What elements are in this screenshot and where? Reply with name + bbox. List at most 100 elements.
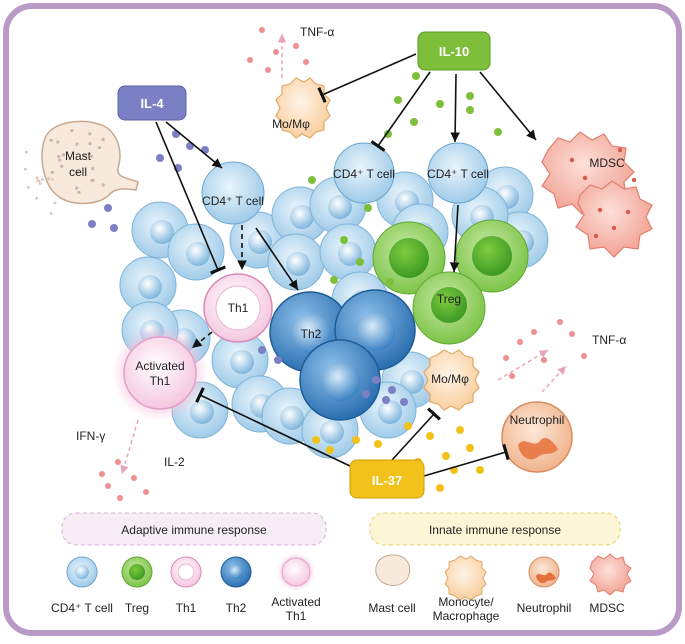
svg-text:Neutrophil: Neutrophil <box>510 413 565 427</box>
il10-particle <box>364 204 372 212</box>
granule <box>35 197 38 200</box>
svg-text:CD4⁺ T cell: CD4⁺ T cell <box>202 194 264 208</box>
granule <box>102 183 105 186</box>
tnf-particle <box>273 49 279 55</box>
il4-particle <box>258 346 266 354</box>
il37-particle <box>374 440 382 448</box>
granule <box>51 178 54 181</box>
tnf-particle <box>509 373 515 379</box>
il37-tag: IL-37 <box>350 460 424 498</box>
bg-tcell-nucleus <box>186 242 210 266</box>
tnf-particle <box>247 57 253 63</box>
il37-particle <box>436 484 444 492</box>
granule <box>90 179 93 182</box>
tnf-particle <box>557 319 563 325</box>
tnf-particle <box>143 489 149 495</box>
il4-particle <box>104 204 112 212</box>
granule <box>36 176 39 179</box>
svg-text:CD4⁺ T cell: CD4⁺ T cell <box>427 167 489 181</box>
il10-particle <box>494 128 502 136</box>
cd4-tcell-left: CD4⁺ T cell <box>202 162 264 224</box>
svg-text:IL-4: IL-4 <box>140 96 164 111</box>
il10-particle <box>340 236 348 244</box>
il10-particle <box>386 278 394 286</box>
svg-text:IL-37: IL-37 <box>372 473 402 488</box>
cd4-tcell-right: CD4⁺ T cell <box>427 143 489 203</box>
svg-text:IL-10: IL-10 <box>439 44 469 59</box>
svg-text:Mo/Mφ: Mo/Mφ <box>272 117 310 131</box>
neutrophil-cell: Neutrophil <box>502 402 572 472</box>
svg-text:CD4⁺ T cell: CD4⁺ T cell <box>333 167 395 181</box>
svg-text:MDSC: MDSC <box>589 601 625 615</box>
svg-text:Activated: Activated <box>135 359 184 373</box>
il4-particle <box>110 224 118 232</box>
tnf-particle <box>517 339 523 345</box>
il10-particle <box>436 100 444 108</box>
granule <box>27 186 30 189</box>
il4-particle <box>274 356 282 364</box>
tnf-right-label: TNF-α <box>592 333 626 347</box>
tnf-particle <box>581 353 587 359</box>
svg-text:Treg: Treg <box>125 601 149 615</box>
il37-particle <box>404 422 412 430</box>
tnf-particle <box>503 355 509 361</box>
il10-particle <box>410 118 418 126</box>
granule <box>57 155 60 158</box>
legend-innate-title: Innate immune response <box>429 523 561 537</box>
tnf-particle <box>259 27 265 33</box>
svg-text:Mast: Mast <box>65 149 92 163</box>
svg-text:Th2: Th2 <box>226 601 247 615</box>
tnf-particle <box>105 483 111 489</box>
tnf-particle <box>569 331 575 337</box>
granule <box>101 138 104 141</box>
tnf-top-label: TNF-α <box>300 25 334 39</box>
svg-text:Th1: Th1 <box>286 609 307 623</box>
il37-particle <box>426 432 434 440</box>
granule <box>51 171 54 174</box>
legend-monocyte-icon <box>445 556 486 600</box>
svg-text:Monocyte/: Monocyte/ <box>438 595 494 609</box>
legend-adaptive-title: Adaptive immune response <box>121 523 267 537</box>
granule <box>25 151 28 154</box>
svg-text:Th1: Th1 <box>176 601 197 615</box>
ifn-label: IFN-γ <box>76 429 105 443</box>
il37-particle <box>326 446 334 454</box>
il10-particle <box>394 96 402 104</box>
il10-particle <box>356 258 364 266</box>
il4-particle <box>362 390 370 398</box>
granule <box>91 167 94 170</box>
th2-label: Th2 <box>301 327 322 341</box>
svg-text:MDSC: MDSC <box>589 156 625 170</box>
il37-particle <box>312 436 320 444</box>
il4-particle <box>156 154 164 162</box>
il10-particle <box>466 106 474 114</box>
granule <box>88 132 91 135</box>
mdsc-granule <box>594 234 598 238</box>
mdsc-granule <box>632 178 636 182</box>
bg-tcell-nucleus <box>320 420 344 444</box>
svg-text:Mo/Mφ: Mo/Mφ <box>431 372 469 386</box>
tnf-particle <box>265 67 271 73</box>
monocyte-mid: Mo/Mφ <box>424 350 479 410</box>
svg-text:Th1: Th1 <box>150 374 171 388</box>
il2-label: IL-2 <box>164 455 185 469</box>
granule <box>24 168 27 171</box>
il10-particle <box>466 92 474 100</box>
tnf-particle <box>131 475 137 481</box>
il4-tag: IL-4 <box>118 86 186 120</box>
svg-text:Macrophage: Macrophage <box>433 609 500 623</box>
granule <box>77 191 80 194</box>
activated-th1-cell: Activated Th1 <box>112 325 208 421</box>
svg-text:Mast cell: Mast cell <box>368 601 415 615</box>
il37-particle <box>466 444 474 452</box>
tnf-particle <box>303 59 309 65</box>
svg-text:Neutrophil: Neutrophil <box>517 601 572 615</box>
il37-particle <box>442 452 450 460</box>
il4-particle <box>201 146 209 154</box>
svg-text:CD4⁺ T cell: CD4⁺ T cell <box>51 601 113 615</box>
bg-tcell-nucleus <box>286 252 310 276</box>
mdsc-granule <box>612 226 616 230</box>
svg-text:Activated: Activated <box>271 595 320 609</box>
tnf-particle <box>115 459 121 465</box>
treg-label: Treg <box>437 292 461 306</box>
